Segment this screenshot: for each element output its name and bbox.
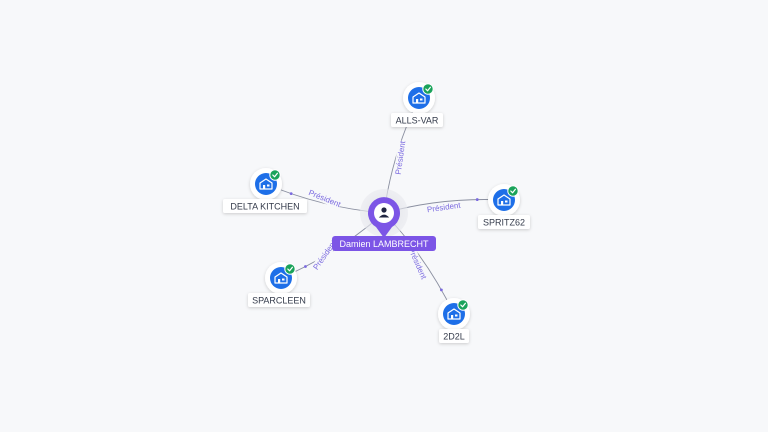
edge-arrow [439, 288, 443, 292]
edge-role-label: Président [426, 201, 461, 215]
building-icon [259, 178, 273, 190]
verified-check-icon [269, 169, 281, 181]
edge-label-bg [406, 246, 428, 281]
center-label-badge [332, 236, 436, 251]
edge-label-bg [307, 188, 342, 209]
company-label-bg [439, 329, 469, 343]
company-node-sparcleen[interactable]: SPARCLEEN [248, 262, 310, 307]
company-name: 2D2L [443, 332, 465, 342]
company-node-delta-kitchen[interactable]: DELTA KITCHEN [223, 168, 307, 213]
person-icon [378, 207, 390, 218]
building-icon [412, 92, 426, 104]
verified-check-icon [422, 83, 434, 95]
company-node-alls-var[interactable]: ALLS-VAR [391, 82, 443, 127]
edge-label-bg [393, 140, 408, 175]
company-node-spritz62[interactable]: SPRITZ62 [478, 184, 530, 229]
company-name: SPRITZ62 [483, 218, 525, 228]
edge-label-bg [312, 239, 338, 271]
company-label-bg [391, 113, 443, 127]
building-icon [447, 308, 461, 320]
verified-check-icon [457, 299, 469, 311]
edge-role-label: Président [307, 188, 342, 209]
company-name: SPARCLEEN [252, 296, 306, 306]
center-pin-inner [374, 203, 394, 223]
edge-label-bg [426, 200, 461, 215]
building-icon [274, 272, 288, 284]
company-nodes-layer: ALLS-VAR SPRITZ62 2D2L SPARCLEEN DELTA KITCH… [223, 82, 530, 343]
edge-role-label: Président [394, 140, 408, 175]
company-label-bg [223, 199, 307, 213]
company-node-2d2l[interactable]: 2D2L [438, 298, 470, 343]
edge-arrow [289, 192, 293, 196]
center-person-name: Damien LAMBRECHT [339, 239, 429, 249]
edge-arrow [304, 265, 307, 268]
center-person-node[interactable]: Damien LAMBRECHT [332, 189, 436, 251]
company-label-bg [478, 215, 530, 229]
edge-arrow [475, 198, 479, 201]
verified-check-icon [507, 185, 519, 197]
verified-check-icon [284, 263, 296, 275]
company-label-bg [248, 293, 310, 307]
building-icon [497, 194, 511, 206]
company-name: ALLS-VAR [396, 116, 439, 126]
company-name: DELTA KITCHEN [230, 202, 299, 212]
